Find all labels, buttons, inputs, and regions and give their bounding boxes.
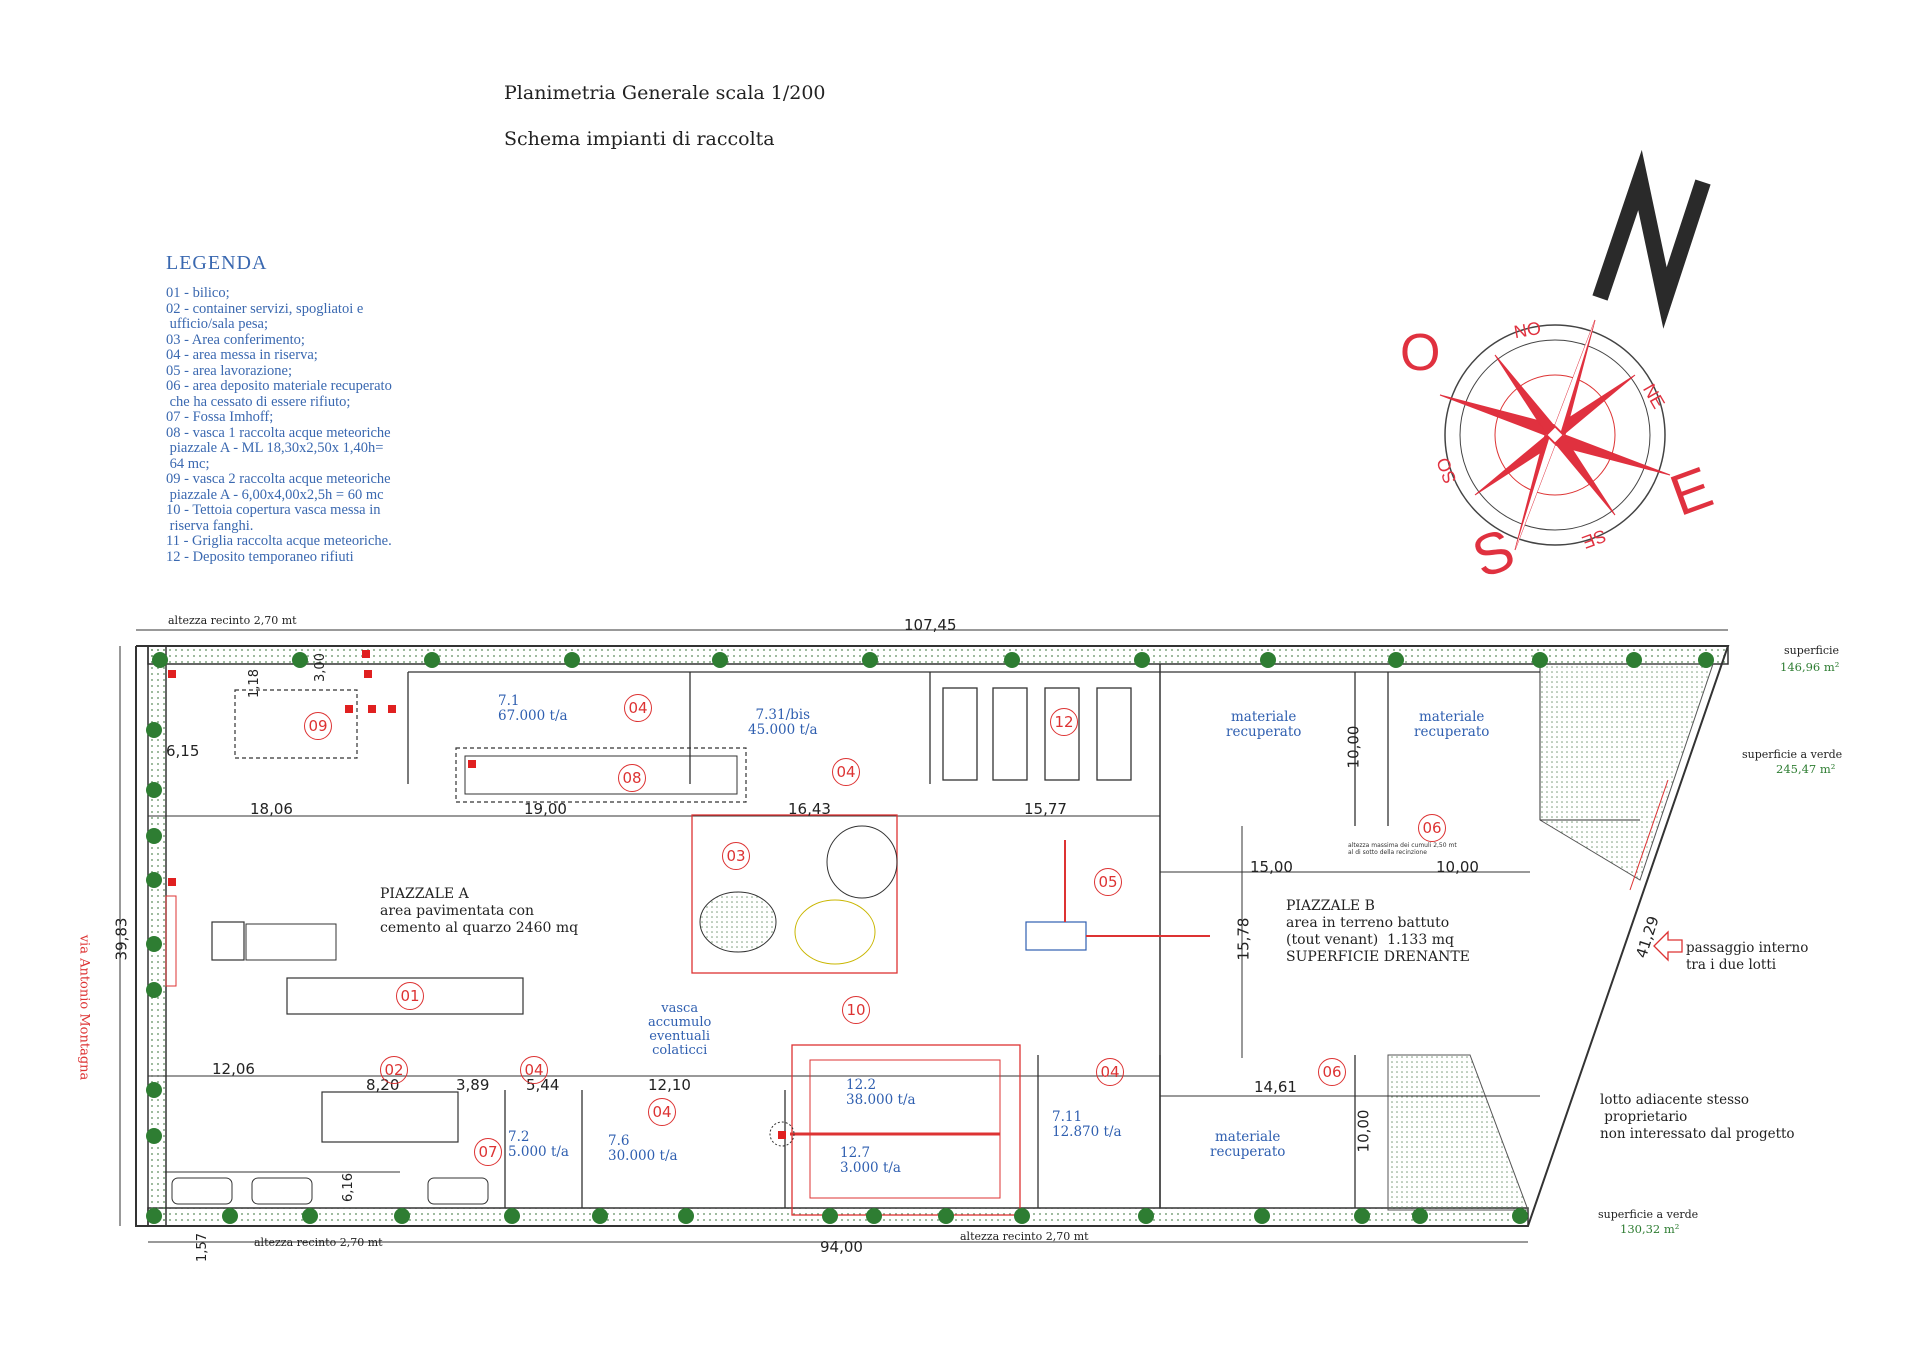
marker-03: 03 [722, 842, 750, 870]
zone-12-7: 12.7 3.000 t/a [840, 1145, 901, 1176]
marker-06b: 06 [1318, 1058, 1346, 1086]
piazzale-a-label: PIAZZALE A area pavimentata con cemento … [380, 886, 579, 936]
zone-7-31: 7.31/bis 45.000 t/a [748, 707, 818, 738]
page-subtitle: Schema impianti di raccolta [504, 128, 775, 150]
vasca-accumulo-label: vasca accumulo eventuali colaticci [648, 1001, 712, 1058]
legend-item: 05 - area lavorazione; [166, 362, 292, 379]
dim-10-00-top: 10,00 [1344, 725, 1363, 769]
dim-3-00: 3,00 [312, 653, 328, 682]
dim-1-18: 1,18 [246, 669, 262, 698]
marker-05: 05 [1094, 868, 1122, 896]
marker-04c: 04 [520, 1056, 548, 1084]
surface-verde-bottom-label: superficie a verde [1598, 1208, 1699, 1221]
surface-top-label: superficie [1784, 644, 1840, 657]
legend-item: 07 - Fossa Imhoff; [166, 409, 274, 425]
marker-04d: 04 [648, 1098, 676, 1126]
zone-7-6: 7.6 30.000 t/a [608, 1133, 678, 1164]
dim-top-total: 107,45 [904, 616, 957, 634]
zone-7-1: 7.1 67.000 t/a [498, 693, 568, 724]
zone-12-2: 12.2 38.000 t/a [846, 1077, 916, 1108]
compass-west: O [1400, 324, 1441, 382]
zone-materiale-1: materiale recuperato [1226, 709, 1302, 740]
dim-12-10: 12,10 [648, 1076, 691, 1094]
dim-10-00-mid: 10,00 [1436, 858, 1479, 876]
fence-label-top: altezza recinto 2,70 mt [168, 614, 297, 627]
legend-item: 01 - bilico; [166, 285, 230, 301]
marker-06a: 06 [1418, 814, 1446, 842]
dim-left-height: 39,83 [112, 917, 131, 961]
dim-19-00: 19,00 [524, 800, 567, 818]
piazzale-b-label: PIAZZALE B area in terreno battuto (tout… [1286, 898, 1470, 965]
zone-materiale-2: materiale recuperato [1414, 709, 1490, 740]
marker-12: 12 [1050, 708, 1078, 736]
dim-3-89: 3,89 [456, 1076, 490, 1094]
passaggio-label: passaggio interno tra i due lotti [1686, 940, 1809, 973]
dim-10-00-bot: 10,00 [1354, 1109, 1373, 1153]
page-title: Planimetria Generale scala 1/200 [504, 82, 826, 104]
legend-item: 04 - area messa in riserva; [166, 347, 318, 363]
dim-12-06: 12,06 [212, 1060, 255, 1078]
legend-item: 12 - Deposito temporaneo rifiuti [166, 548, 354, 565]
cumuli-note: altezza massima dei cumuli 2,50 mt al di… [1348, 842, 1457, 856]
dim-6-15: 6,15 [166, 742, 200, 760]
zone-7-11: 7.11 12.870 t/a [1052, 1109, 1122, 1140]
dim-15-78: 15,78 [1234, 917, 1253, 961]
surface-verde-bottom-value: 130,32 m² [1620, 1222, 1680, 1236]
dim-bottom-total: 94,00 [820, 1238, 863, 1256]
legend-item: 10 - Tettoia copertura vasca messa in ri… [166, 502, 381, 534]
marker-01: 01 [396, 982, 424, 1010]
legend-item: 09 - vasca 2 raccolta acque meteoriche p… [166, 471, 391, 503]
legend-item: 11 - Griglia raccolta acque meteoriche. [166, 533, 392, 549]
marker-04e: 04 [1096, 1058, 1124, 1086]
fence-label-bottom-right: altezza recinto 2,70 mt [960, 1230, 1089, 1243]
dim-14-61: 14,61 [1254, 1078, 1297, 1096]
lotto-label: lotto adiacente stesso proprietario non … [1600, 1092, 1795, 1142]
zone-materiale-3: materiale recuperato [1210, 1129, 1286, 1160]
marker-09: 09 [304, 712, 332, 740]
street-label: via Antonio Montagna [76, 934, 92, 1081]
legend-list: 01 - bilico; 02 - container servizi, spo… [166, 285, 392, 565]
marker-10: 10 [842, 996, 870, 1024]
dim-15-00: 15,00 [1250, 858, 1293, 876]
dim-15-77: 15,77 [1024, 800, 1067, 818]
dim-18-06: 18,06 [250, 800, 293, 818]
marker-02: 02 [380, 1056, 408, 1084]
surface-verde-value: 245,47 m² [1776, 762, 1836, 776]
dim-1-57: 1,57 [194, 1233, 210, 1262]
fence-label-bottom-left: altezza recinto 2,70 mt [254, 1236, 383, 1249]
marker-04a: 04 [624, 694, 652, 722]
legend-item: 06 - area deposito materiale recuperato … [166, 378, 392, 410]
surface-verde-label: superficie a verde [1742, 748, 1843, 761]
marker-07: 07 [474, 1138, 502, 1166]
surface-top-value: 146,96 m² [1780, 660, 1840, 674]
legend-item: 08 - vasca 1 raccolta acque meteoriche p… [166, 424, 391, 472]
legend-title: LEGENDA [166, 252, 268, 274]
legend-item: 03 - Area conferimento; [166, 331, 305, 348]
legend-item: 02 - container servizi, spogliatoi e uff… [166, 300, 364, 332]
dim-16-43: 16,43 [788, 800, 831, 818]
zone-7-2: 7.2 5.000 t/a [508, 1129, 569, 1160]
marker-08: 08 [618, 764, 646, 792]
dim-6-16: 6,16 [340, 1173, 356, 1202]
marker-04b: 04 [832, 758, 860, 786]
